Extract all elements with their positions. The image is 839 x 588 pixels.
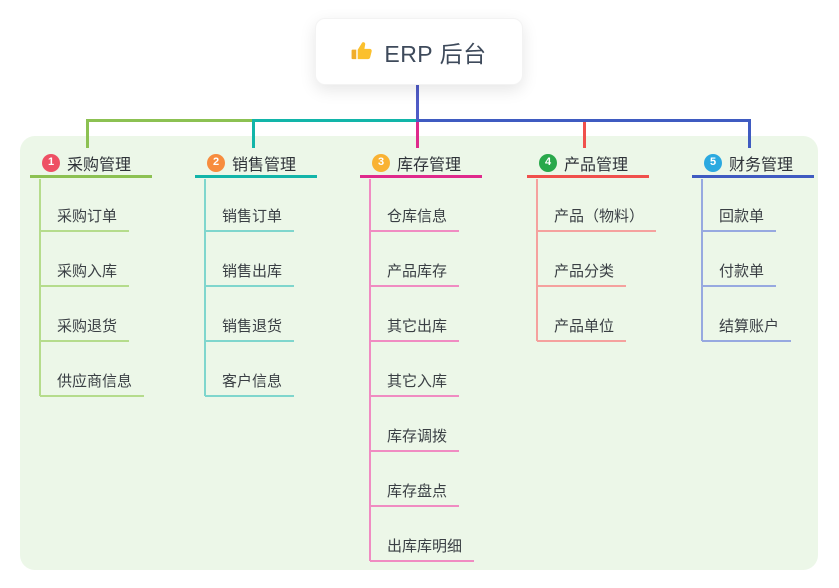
thumbs-up-icon: [351, 40, 374, 63]
badge-3: 3: [372, 153, 390, 172]
branch-node-purchase[interactable]: 1 采购管理: [30, 150, 152, 178]
branch-label-purchase: 采购管理: [67, 156, 132, 174]
child-node-product-material[interactable]: 产品（物料）: [537, 208, 657, 232]
connector-product-trunk: [536, 179, 538, 341]
badge-4: 4: [539, 153, 557, 172]
child-node-product-unit[interactable]: 产品单位: [537, 318, 627, 342]
branch-node-sales[interactable]: 2 销售管理: [195, 150, 317, 178]
connector-bus-sales: [253, 119, 416, 122]
connector-drop-sales: [252, 119, 255, 148]
child-node-product-stock[interactable]: 产品库存: [370, 263, 460, 287]
badge-2: 2: [207, 153, 225, 172]
connector-sales-trunk: [204, 179, 206, 396]
branch-label-inventory: 库存管理: [397, 156, 462, 174]
child-node-outbound-detail[interactable]: 出库库明细: [370, 538, 475, 562]
connector-drop-inventory: [416, 122, 419, 148]
child-node-sales-outbound[interactable]: 销售出库: [205, 263, 295, 287]
branch-label-product: 产品管理: [564, 156, 629, 174]
child-node-sales-order[interactable]: 销售订单: [205, 208, 295, 232]
connector-bus-finance: [419, 119, 751, 122]
branch-label-finance: 财务管理: [729, 156, 794, 174]
branch-label-sales: 销售管理: [232, 156, 297, 174]
child-node-settlement-account[interactable]: 结算账户: [702, 318, 792, 342]
connector-finance-trunk: [701, 179, 703, 341]
connector-drop-finance: [748, 119, 751, 148]
child-node-warehouse-info[interactable]: 仓库信息: [370, 208, 460, 232]
branch-node-inventory[interactable]: 3 库存管理: [360, 150, 482, 178]
root-node[interactable]: ERP 后台: [315, 18, 523, 85]
child-node-sales-return[interactable]: 销售退货: [205, 318, 295, 342]
badge-1: 1: [42, 153, 60, 172]
child-node-customer-info[interactable]: 客户信息: [205, 373, 295, 397]
branch-node-product[interactable]: 4 产品管理: [527, 150, 649, 178]
child-node-product-category[interactable]: 产品分类: [537, 263, 627, 287]
child-node-payment[interactable]: 付款单: [702, 263, 777, 287]
child-node-stock-transfer[interactable]: 库存调拨: [370, 428, 460, 452]
child-node-stock-taking[interactable]: 库存盘点: [370, 483, 460, 507]
connector-purchase-trunk: [39, 179, 41, 396]
connector-drop-purchase: [86, 119, 89, 148]
child-node-purchase-order[interactable]: 采购订单: [40, 208, 130, 232]
root-title: ERP 后台: [384, 40, 487, 67]
connector-drop-product: [583, 122, 586, 148]
mindmap-background-panel: [20, 136, 818, 570]
connector-inventory-trunk: [369, 179, 371, 561]
child-node-purchase-inbound[interactable]: 采购入库: [40, 263, 130, 287]
child-node-receipt[interactable]: 回款单: [702, 208, 777, 232]
child-node-supplier-info[interactable]: 供应商信息: [40, 373, 145, 397]
child-node-other-inbound[interactable]: 其它入库: [370, 373, 460, 397]
badge-5: 5: [704, 153, 722, 172]
child-node-other-outbound[interactable]: 其它出库: [370, 318, 460, 342]
branch-node-finance[interactable]: 5 财务管理: [692, 150, 814, 178]
connector-bus-purchase: [86, 119, 253, 122]
connector-root: [416, 84, 419, 122]
child-node-purchase-return[interactable]: 采购退货: [40, 318, 130, 342]
